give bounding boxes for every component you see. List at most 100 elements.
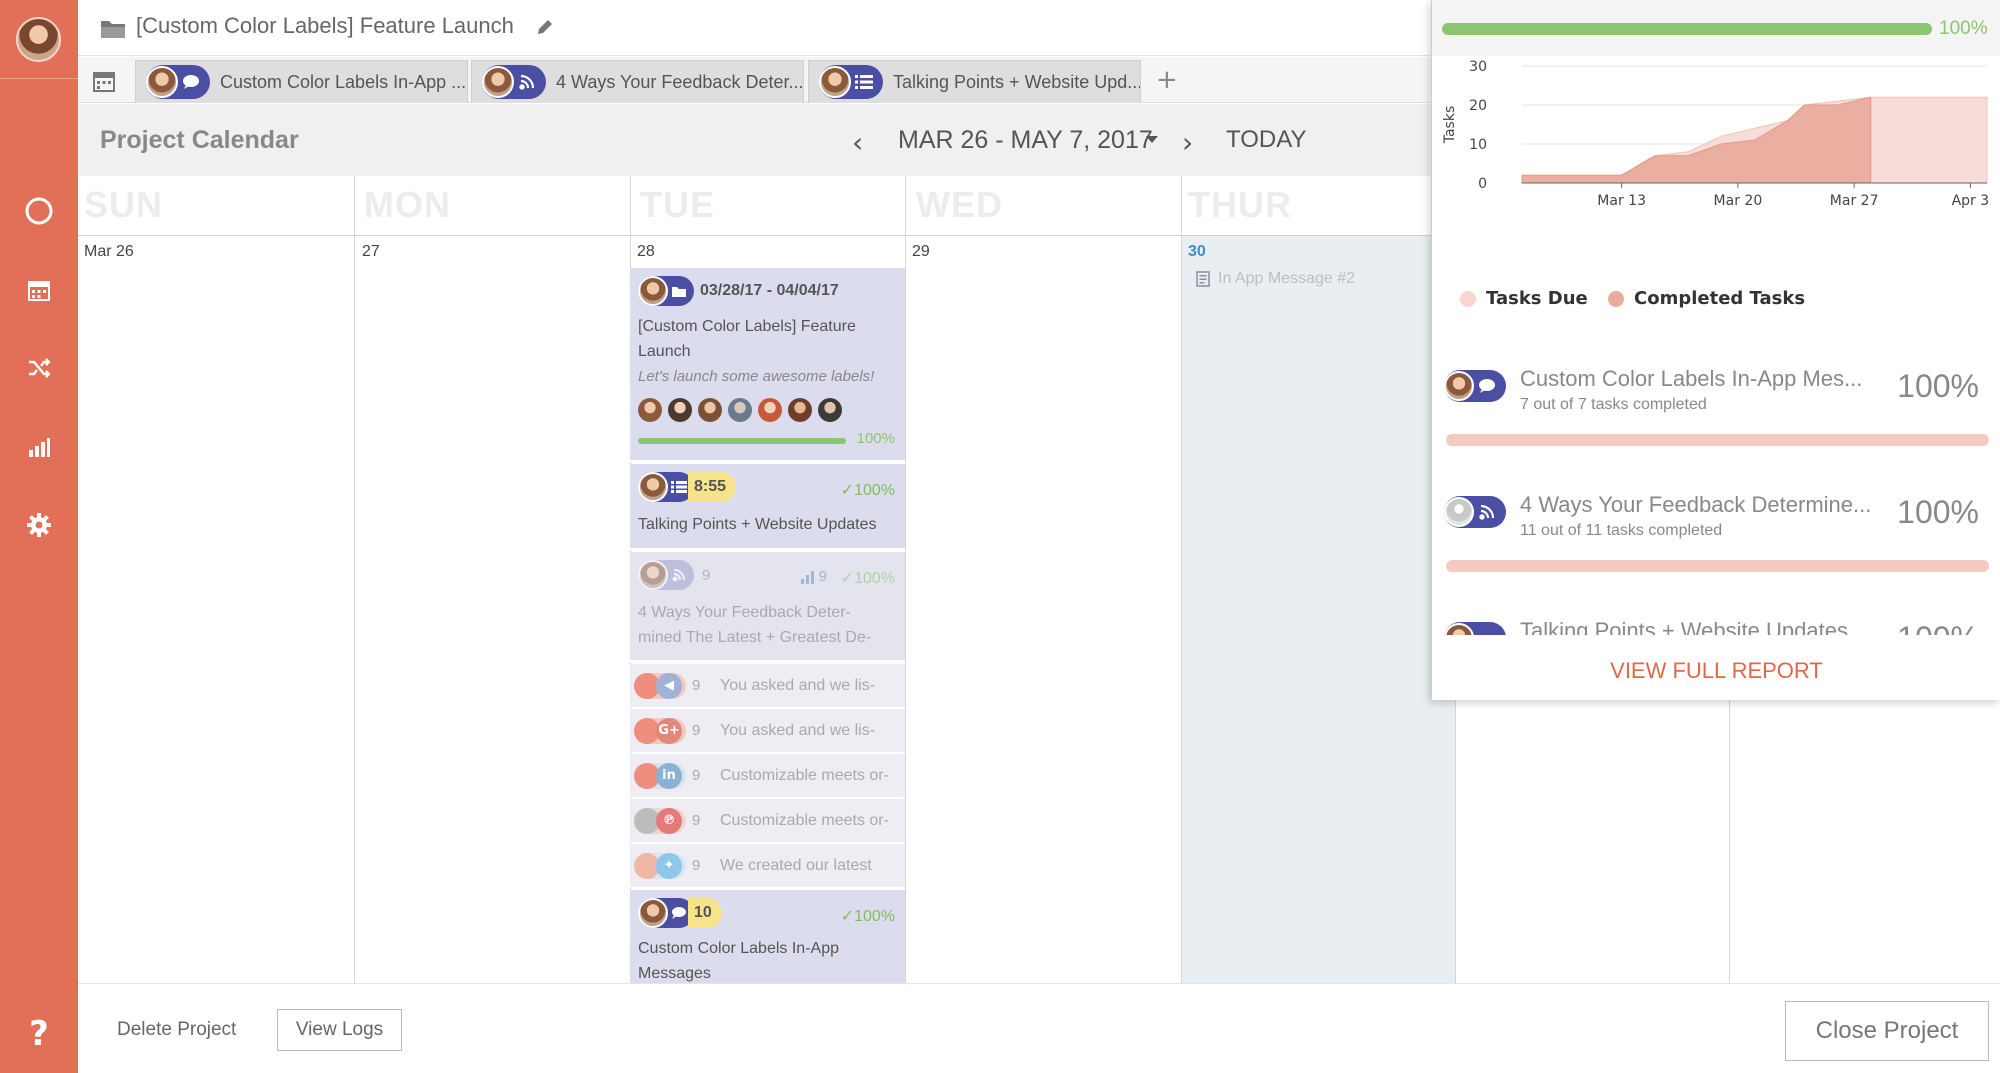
linkedin-pill: in <box>634 762 686 789</box>
card-progress-fill <box>638 438 846 444</box>
time-badge: 10 <box>688 898 722 928</box>
message-pill <box>146 65 210 99</box>
project-progress-item[interactable]: Talking Points + Website Updates 100% <box>1444 602 1989 635</box>
post-text: Customizable meets or- <box>720 811 889 829</box>
gear-icon[interactable] <box>24 510 54 540</box>
x-tick-label: Mar 13 <box>1597 193 1646 209</box>
legend-label: Tasks Due <box>1486 288 1588 309</box>
avatar[interactable] <box>758 398 782 422</box>
project-percent: 100% <box>1897 494 1979 530</box>
y-tick-label: 20 <box>1469 98 1487 114</box>
close-project-button[interactable]: Close Project <box>1785 1001 1989 1061</box>
chat-bubble-icon <box>1474 373 1500 399</box>
date-number-today: 30 <box>1188 243 1206 260</box>
project-progress-item[interactable]: Custom Color Labels In-App Mes... 7 out … <box>1444 350 1989 476</box>
user-avatar-area <box>0 0 78 79</box>
caret-down-icon[interactable] <box>1146 136 1158 143</box>
calendar-tab-icon[interactable] <box>92 69 116 98</box>
left-sidebar: ? <box>0 0 78 1073</box>
social-post-row[interactable]: G+ 9 You asked and we lis- <box>630 709 905 753</box>
card-title: Talking Points + Website Updates <box>638 516 877 533</box>
avatar[interactable] <box>668 398 692 422</box>
overall-progress-track <box>1442 23 1932 35</box>
user-avatar[interactable] <box>16 17 61 62</box>
view-full-report-link[interactable]: VIEW FULL REPORT <box>1610 658 1823 683</box>
list-pill <box>819 65 883 99</box>
social-post-row[interactable]: ✦ 9 We created our latest <box>630 844 905 888</box>
bar-chart-icon[interactable] <box>24 432 54 462</box>
list-icon <box>851 69 877 95</box>
project-percent: 100% <box>1897 620 1979 635</box>
y-axis-label: Tasks <box>1442 106 1458 145</box>
social-post-row[interactable]: in 9 Customizable meets or- <box>630 754 905 798</box>
date-number: Mar 26 <box>84 243 134 260</box>
card-progress-track <box>638 438 846 444</box>
view-logs-button[interactable]: View Logs <box>277 1009 402 1051</box>
prev-range-chevron-icon[interactable]: ‹ <box>852 126 864 159</box>
tab-custom-color-labels[interactable]: Custom Color Labels In-App ... <box>135 60 468 103</box>
chat-bubble-icon <box>668 902 690 924</box>
list-pill <box>638 472 694 502</box>
date-number: 29 <box>912 243 930 260</box>
custom-labels-card[interactable]: 10 ✓100% Custom Color Labels In-App Mess… <box>630 890 905 983</box>
avatar[interactable] <box>818 398 842 422</box>
legend-swatch <box>1460 290 1476 307</box>
card-progress-label: 100% <box>856 430 895 447</box>
folder-icon <box>100 17 126 44</box>
add-tab-icon[interactable]: + <box>1156 65 1178 95</box>
stat-count: 9 <box>818 568 827 585</box>
project-subtext: 7 out of 7 tasks completed <box>1520 396 1707 413</box>
twitter-pill: ✦ <box>634 852 686 879</box>
project-progress-item[interactable]: 4 Ways Your Feedback Determine... 11 out… <box>1444 476 1989 602</box>
project-card[interactable]: 03/28/17 - 04/04/17 [Custom Color Labels… <box>630 268 905 462</box>
talking-points-card[interactable]: 8:55 ✓100% Talking Points + Website Upda… <box>630 464 905 550</box>
y-tick-label: 10 <box>1469 137 1487 153</box>
twitter-icon: ✦ <box>656 852 682 879</box>
day-name: WED <box>916 184 1003 225</box>
today-column <box>1181 236 1455 983</box>
linkedin-icon: in <box>656 762 682 789</box>
pinterest-pill: ℗ <box>634 807 686 834</box>
delete-project-button[interactable]: Delete Project <box>117 1019 237 1040</box>
project-pill <box>638 276 694 306</box>
help-icon[interactable]: ? <box>29 1014 49 1054</box>
post-count: 9 <box>692 857 701 874</box>
today-button[interactable]: TODAY <box>1226 126 1307 153</box>
calendar-title: Project Calendar <box>100 126 299 154</box>
project-dates: 03/28/17 - 04/04/17 <box>700 282 839 299</box>
column-divider <box>354 176 355 983</box>
next-range-chevron-icon[interactable]: › <box>1182 126 1194 159</box>
tab-4-ways-feedback[interactable]: 4 Ways Your Feedback Deter... <box>471 60 804 103</box>
calendar-icon[interactable] <box>24 275 54 305</box>
google-plus-pill: G+ <box>634 717 686 744</box>
megaphone-icon: ◀ <box>656 672 682 699</box>
avatar[interactable] <box>698 398 722 422</box>
post-count: 9 <box>692 677 701 694</box>
event-title: In App Message #2 <box>1218 270 1355 287</box>
legend-item: Tasks Due <box>1460 288 1588 309</box>
social-post-row[interactable]: ◀ 9 You asked and we lis- <box>630 664 905 708</box>
overall-progress-label: 100% <box>1939 18 1988 39</box>
overall-progress: 100% <box>1432 0 2000 56</box>
date-range-selector[interactable]: MAR 26 - MAY 7, 2017 <box>898 126 1153 154</box>
post-count: 9 <box>692 722 701 739</box>
day-name: THUR <box>1188 184 1292 225</box>
social-post-row[interactable]: ℗ 9 Customizable meets or- <box>630 799 905 843</box>
post-text: We created our latest <box>720 856 872 874</box>
post-text: You asked and we lis- <box>720 721 876 739</box>
shuffle-icon[interactable] <box>24 353 54 383</box>
edit-pencil-icon[interactable] <box>536 18 554 41</box>
avatar[interactable] <box>638 398 662 422</box>
folder-icon <box>668 280 690 302</box>
avatar[interactable] <box>728 398 752 422</box>
avatar[interactable] <box>788 398 812 422</box>
rss-icon <box>1474 499 1500 525</box>
list-icon <box>668 476 690 498</box>
feedback-card[interactable]: 9 9 ✓100% 4 Ways Your Feedback Deter- mi… <box>630 552 905 662</box>
completed-tasks-area <box>1521 96 1872 184</box>
tab-talking-points[interactable]: Talking Points + Website Upd... <box>808 60 1141 103</box>
y-tick-label: 0 <box>1478 176 1487 192</box>
circle-icon[interactable] <box>24 196 54 226</box>
announcement-pill: ◀ <box>634 672 686 699</box>
calendar-event[interactable]: In App Message #2 <box>1196 270 1355 288</box>
